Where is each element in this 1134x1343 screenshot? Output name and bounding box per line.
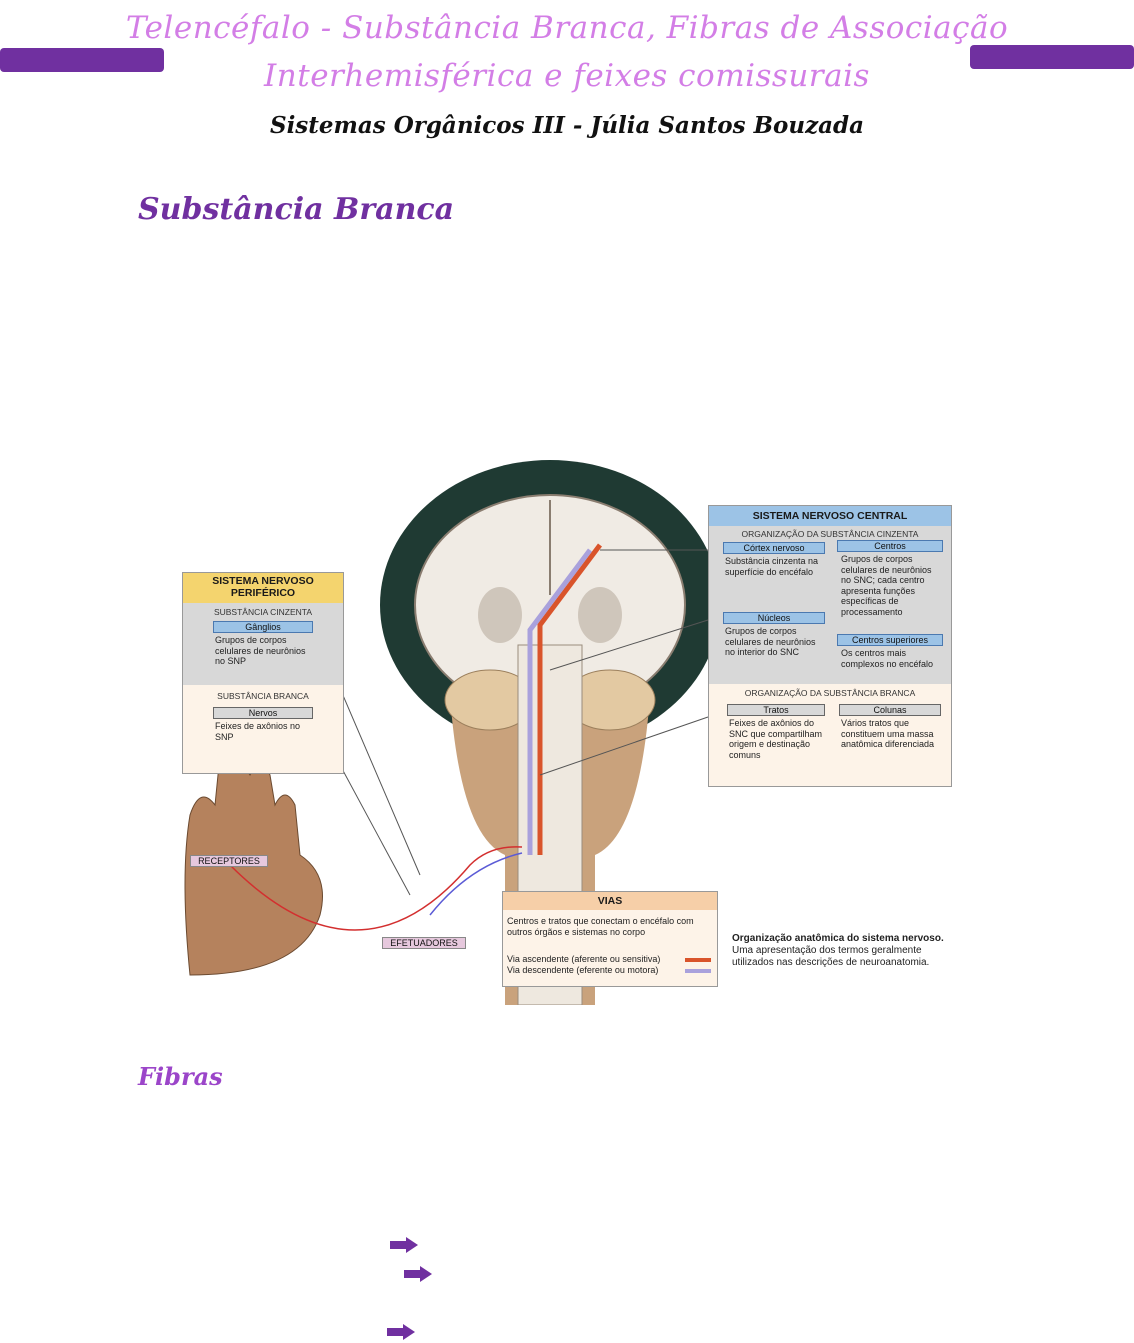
left-nucleus <box>478 587 522 643</box>
leader-line-nuclei <box>549 619 709 671</box>
higher-centers-label: Centros superiores <box>837 634 943 646</box>
snp-header: SISTEMA NERVOSO PERIFÉRICO <box>183 573 343 603</box>
higher-centers-text: Os centros mais complexos no encéfalo <box>841 648 934 669</box>
receptors-label: RECEPTORES <box>190 855 268 867</box>
right-nucleus <box>578 587 622 643</box>
page-title-line1: Telencéfalo - Substância Branca, Fibras … <box>125 10 1009 46</box>
pathways-header: VIAS <box>503 892 717 910</box>
arrow-right-icon <box>387 1324 417 1340</box>
cortex-text: Substância cinzenta na superfície do enc… <box>725 556 819 577</box>
ganglia-text: Grupos de corpos celulares de neurônios … <box>215 635 306 666</box>
leader-line-tracts <box>539 716 709 776</box>
tracts-label: Tratos <box>727 704 825 716</box>
nuclei-text: Grupos de corpos celulares de neurônios … <box>725 626 816 657</box>
tracts-text: Feixes de axônios do SNC que compartilha… <box>729 718 823 760</box>
section-heading-fibers: Fibras <box>138 1062 223 1091</box>
figure-caption-bold: Organização anatômica do sistema nervoso… <box>732 933 944 944</box>
ascending-legend-text: Via ascendente (aferente ou sensitiva) <box>507 954 661 964</box>
centers-label: Centros <box>837 540 943 552</box>
figure-caption-text: Uma apresentação dos termos geralmente u… <box>732 945 930 968</box>
ascending-legend-swatch <box>685 958 711 962</box>
pathways-text: Centros e tratos que conectam o encéfalo… <box>507 916 694 937</box>
nerves-text: Feixes de axônios no SNP <box>215 721 301 742</box>
snc-white-section: ORGANIZAÇÃO DA SUBSTÂNCIA BRANCA Tratos … <box>709 684 951 780</box>
snp-box: SISTEMA NERVOSO PERIFÉRICO SUBSTÂNCIA CI… <box>182 572 344 774</box>
ascending-pathway-line <box>537 543 602 855</box>
nerves-label: Nervos <box>213 707 313 719</box>
descending-pathway-line <box>527 548 592 855</box>
snc-box: SISTEMA NERVOSO CENTRAL ORGANIZAÇÃO DA S… <box>708 505 952 787</box>
nervous-system-figure: SISTEMA NERVOSO PERIFÉRICO SUBSTÂNCIA CI… <box>160 455 970 1005</box>
cortex-label: Córtex nervoso <box>723 542 825 554</box>
pathways-box: VIAS Centros e tratos que conectam o enc… <box>502 891 718 987</box>
snc-header: SISTEMA NERVOSO CENTRAL <box>709 506 951 526</box>
page-title-line2: Interhemisférica e feixes comissurais <box>264 58 870 94</box>
decorative-bar-left <box>0 48 164 72</box>
sensory-nerve-fiber <box>229 846 523 931</box>
descending-legend-swatch <box>685 969 711 973</box>
snc-gray-section: ORGANIZAÇÃO DA SUBSTÂNCIA CINZENTA Córte… <box>709 526 951 684</box>
nuclei-label: Núcleos <box>723 612 825 624</box>
snp-gray-section: SUBSTÂNCIA CINZENTA Gânglios Grupos de c… <box>183 603 343 685</box>
decorative-bar-right <box>970 45 1134 69</box>
snp-white-section: SUBSTÂNCIA BRANCA Nervos Feixes de axôni… <box>183 685 343 775</box>
ganglia-label: Gânglios <box>213 621 313 633</box>
motor-nerve-fiber <box>429 852 523 916</box>
effectors-label: EFETUADORES <box>382 937 466 949</box>
figure-caption: Organização anatômica do sistema nervoso… <box>732 933 964 969</box>
columns-text: Vários tratos que constituem uma massa a… <box>841 718 935 749</box>
page-subtitle: Sistemas Orgânicos III - Júlia Santos Bo… <box>269 112 865 139</box>
arrow-right-icon <box>404 1266 434 1282</box>
descending-legend-text: Via descendente (eferente ou motora) <box>507 965 659 975</box>
centers-text: Grupos de corpos celulares de neurônios … <box>841 554 932 617</box>
section-heading-white-matter: Substância Branca <box>138 192 455 227</box>
columns-label: Colunas <box>839 704 941 716</box>
arrow-right-icon <box>390 1237 420 1253</box>
